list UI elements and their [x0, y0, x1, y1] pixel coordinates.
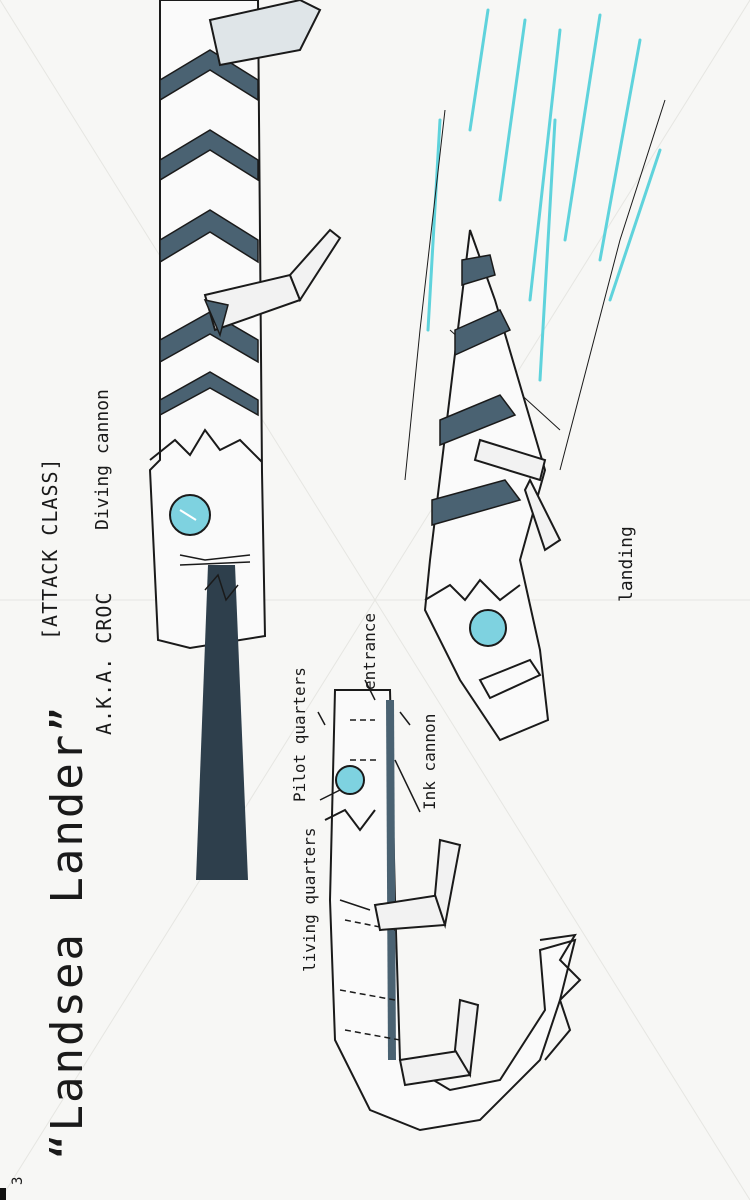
callout-pilot-quarters: Pilot quarters	[290, 667, 309, 802]
callout-entrance: entrance	[360, 613, 379, 690]
page-number: 3	[10, 1177, 26, 1185]
diving-view-label: Diving cannon	[92, 389, 113, 530]
class-label: [ATTACK CLASS]	[38, 457, 62, 640]
sketch-title: “Landsea Lander”	[42, 704, 93, 1160]
callout-ink-cannon: Ink cannon	[420, 714, 439, 810]
callout-living-quarters: living quarters	[300, 828, 319, 973]
aka-label: A.K.A. CROC	[92, 592, 116, 735]
scan-edge-mark	[0, 1188, 6, 1200]
landing-view-label: landing	[616, 526, 637, 602]
